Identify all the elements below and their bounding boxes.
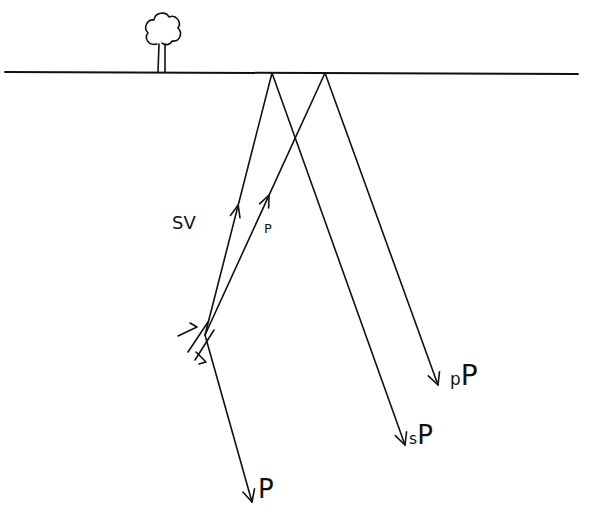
tree-symbol: [146, 13, 181, 72]
ray-paths: [205, 73, 438, 502]
ground-surface: [5, 72, 578, 74]
phase-label: sP: [409, 422, 433, 448]
phase-label: P: [264, 222, 272, 235]
ray-arrowheads: [230, 195, 439, 502]
fault-symbol: [178, 322, 214, 364]
phase-label: SV: [172, 214, 196, 232]
phase-label: P: [258, 476, 274, 502]
phase-label: pP: [450, 362, 478, 390]
